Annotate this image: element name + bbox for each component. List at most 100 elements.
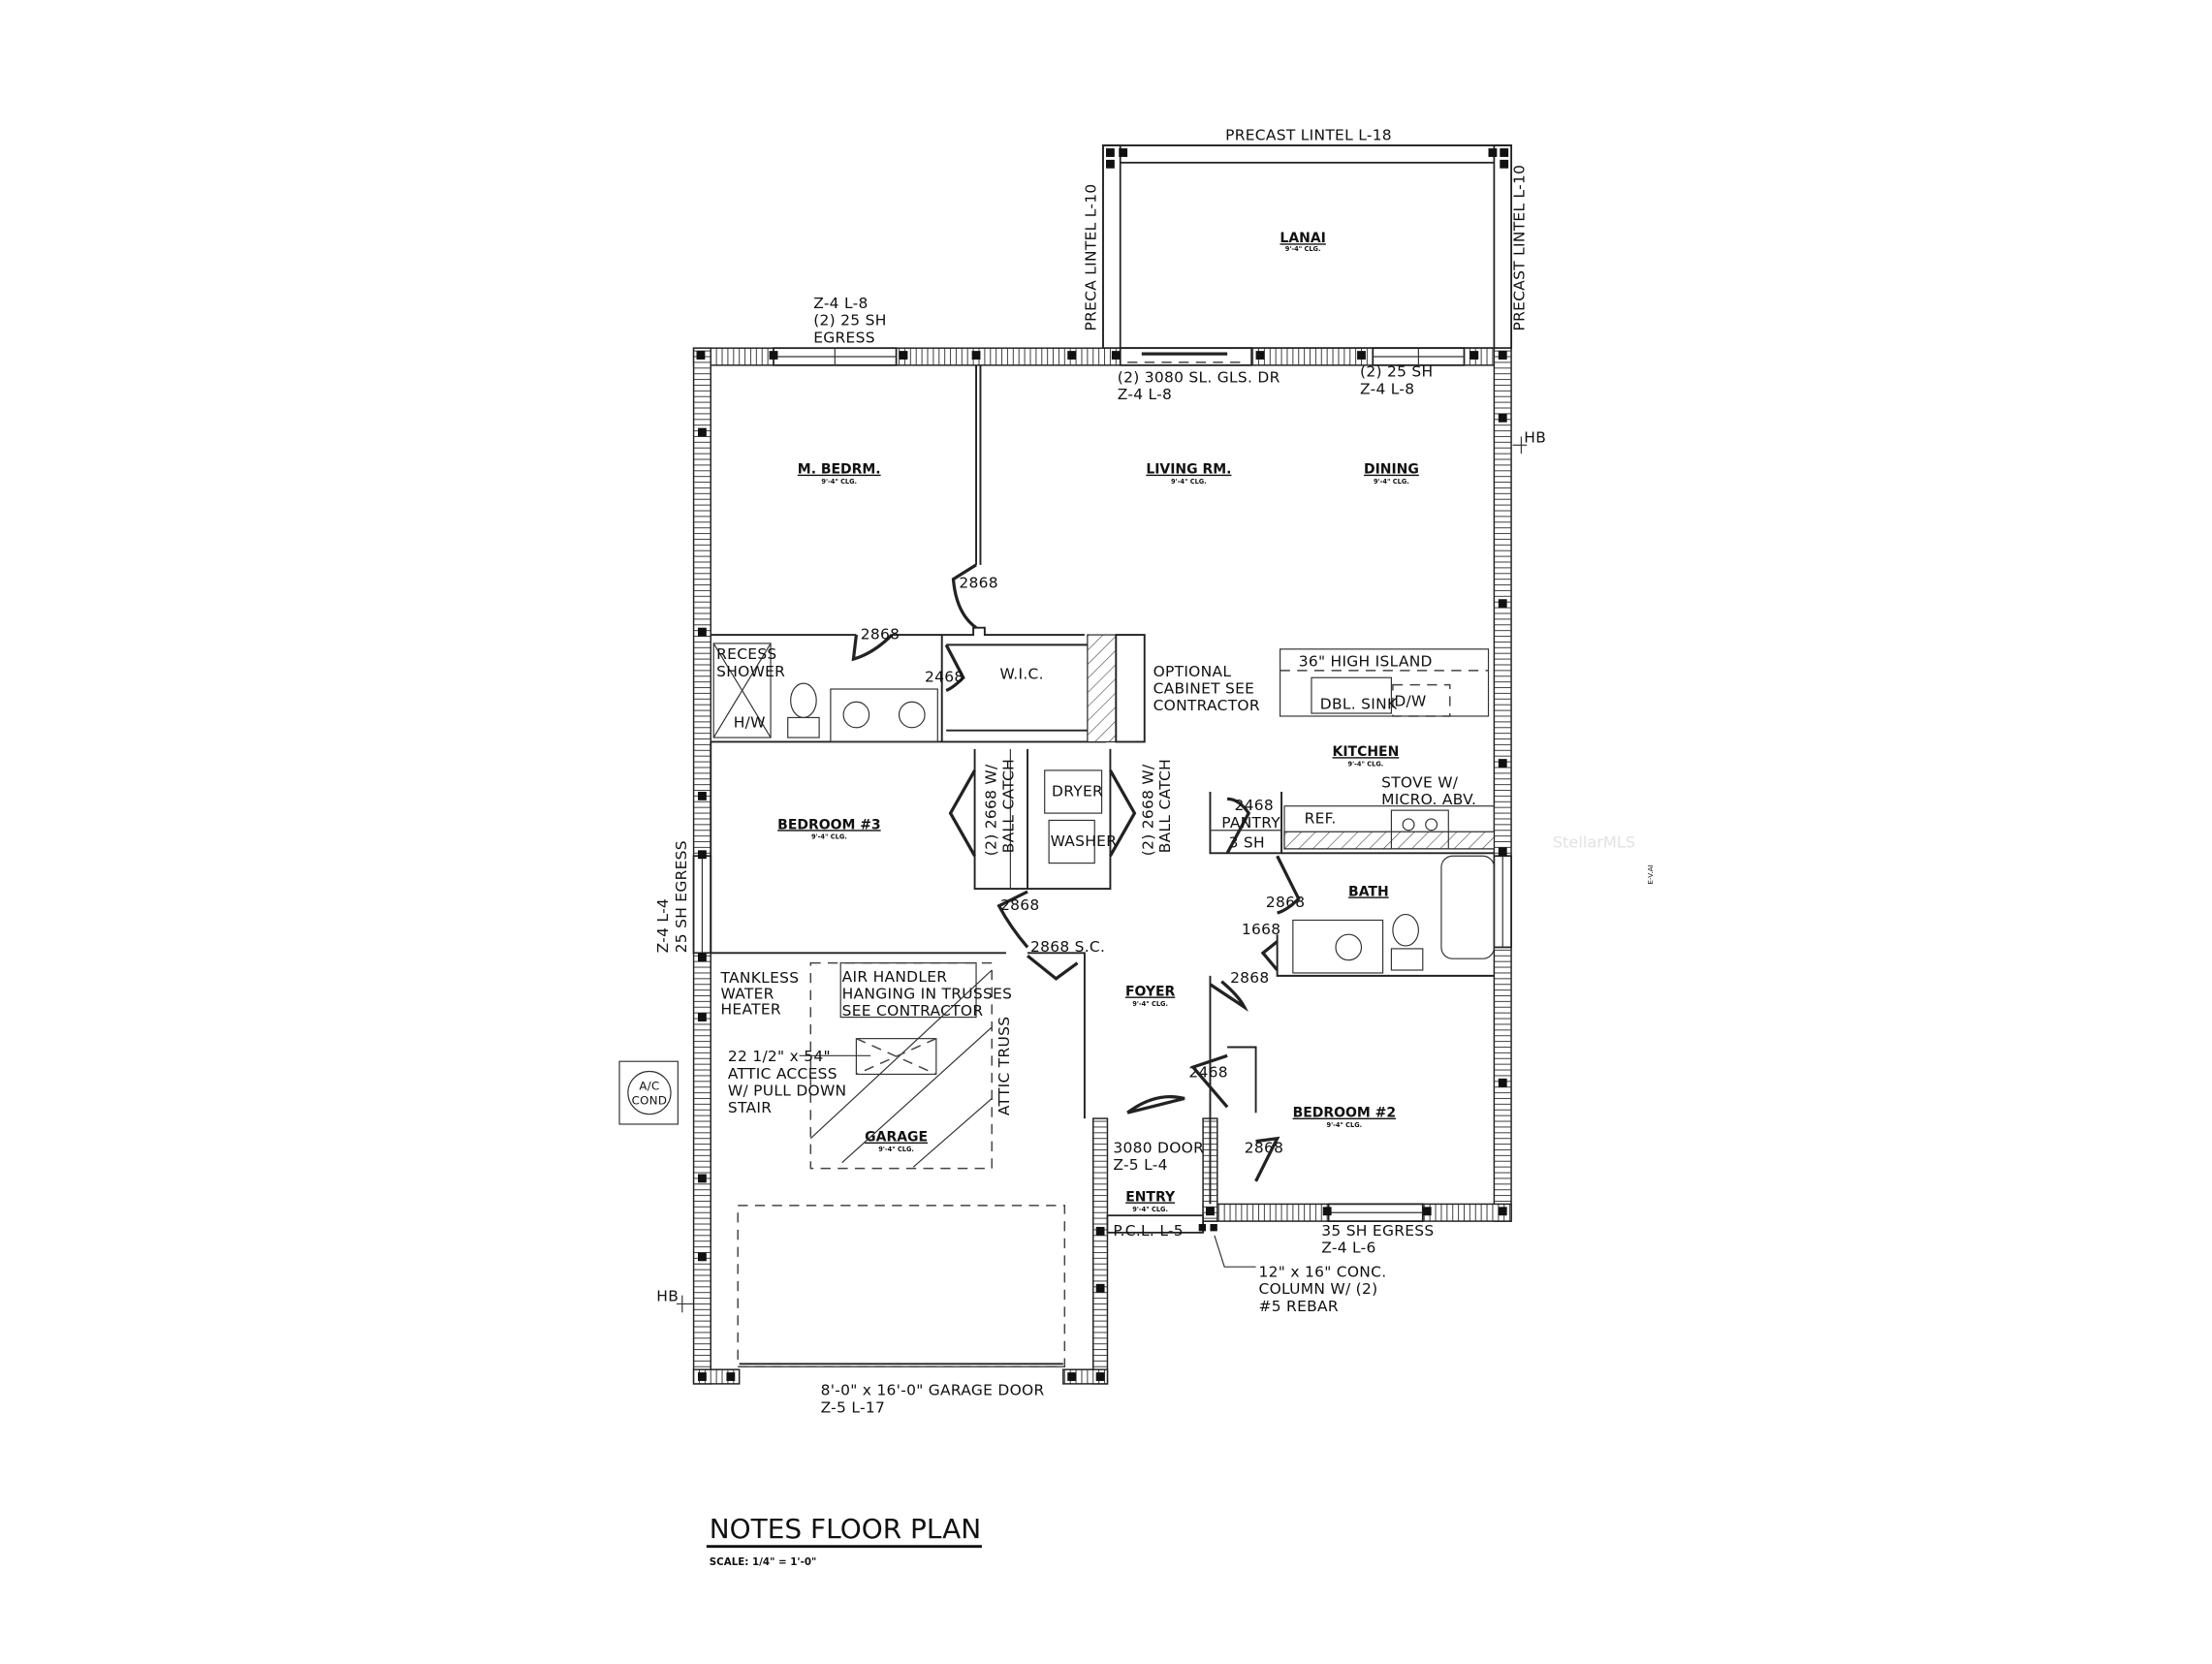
svg-text:STAIR: STAIR (728, 1099, 772, 1116)
svg-text:2468: 2468 (1234, 797, 1273, 814)
svg-text:Z-5 L-4: Z-5 L-4 (1113, 1156, 1167, 1174)
garage-door-label: 8'-0" x 16'-0" GARAGE DOOR (821, 1382, 1045, 1399)
svg-text:2868: 2868 (861, 625, 900, 643)
svg-text:DRYER: DRYER (1052, 782, 1103, 800)
svg-text:SEE CONTRACTOR: SEE CONTRACTOR (842, 1002, 984, 1020)
svg-text:2868: 2868 (1266, 894, 1305, 911)
svg-text:PANTRY: PANTRY (1221, 814, 1280, 832)
svg-text:TANKLESS: TANKLESS (720, 969, 800, 987)
svg-text:HB: HB (656, 1288, 679, 1305)
room-label-foyer: FOYER (1125, 984, 1176, 999)
svg-text:HEATER: HEATER (721, 1001, 781, 1019)
svg-text:Z-5 L-17: Z-5 L-17 (821, 1398, 886, 1416)
title-block: NOTES FLOOR PLAN SCALE: 1/4" = 1'-0" (706, 1513, 982, 1568)
svg-text:9'-4" CLG.: 9'-4" CLG. (1326, 1121, 1362, 1129)
svg-text:D/W: D/W (1394, 693, 1426, 710)
svg-text:25 SH EGRESS: 25 SH EGRESS (673, 840, 690, 953)
room-labels: M. BEDRM. 9'-4" CLG. LIVING RM. 9'-4" CL… (777, 462, 1419, 1213)
lintel-right-label: PRECAST LINTEL L-10 (1510, 165, 1528, 331)
svg-text:2468: 2468 (925, 669, 964, 686)
hose-bib-label: HB (1524, 428, 1546, 446)
svg-text:H/W: H/W (734, 714, 766, 732)
svg-text:35 SH EGRESS: 35 SH EGRESS (1321, 1222, 1434, 1240)
svg-text:Z-4 L-6: Z-4 L-6 (1321, 1239, 1375, 1256)
ac-condenser: A/C COND (618, 1060, 679, 1125)
svg-text:BALL CATCH: BALL CATCH (1156, 759, 1174, 853)
svg-text:AIR HANDLER: AIR HANDLER (842, 968, 948, 986)
svg-text:COND: COND (632, 1093, 668, 1107)
room-label-dining: DINING (1364, 462, 1419, 478)
doors: 2868 2868 2468 (2) 2668 W/ BALL CATCH (2… (737, 563, 1305, 1416)
svg-text:2868: 2868 (959, 574, 997, 591)
svg-text:REF.: REF. (1305, 809, 1337, 827)
exterior-walls (692, 347, 1512, 1385)
svg-text:2868 S.C.: 2868 S.C. (1030, 938, 1105, 956)
svg-text:CONTRACTOR: CONTRACTOR (1153, 697, 1260, 714)
svg-text:(2) 3080 SL. GLS. DR: (2) 3080 SL. GLS. DR (1118, 369, 1280, 387)
room-label-lanai: LANAI (1280, 231, 1325, 246)
lintel-left-label: PRECA LINTEL L-10 (1083, 184, 1100, 331)
svg-text:#5 REBAR: #5 REBAR (1259, 1298, 1339, 1315)
svg-text:22 1/2" x 54": 22 1/2" x 54" (728, 1048, 831, 1065)
svg-text:HANGING IN TRUSSES: HANGING IN TRUSSES (842, 985, 1013, 1002)
svg-text:WATER: WATER (721, 985, 774, 1002)
svg-text:3080 DOOR: 3080 DOOR (1113, 1139, 1204, 1156)
room-label-kitchen: KITCHEN (1333, 744, 1400, 760)
svg-text:9'-4" CLG.: 9'-4" CLG. (1285, 245, 1321, 253)
lintel-top-label: PRECAST LINTEL L-18 (1225, 126, 1392, 143)
room-label-bedroom3: BEDROOM #3 (777, 817, 880, 832)
svg-text:9'-4" CLG.: 9'-4" CLG. (1374, 478, 1409, 486)
window-notes: Z-4 L-8 (2) 25 SH EGRESS (2) 3080 SL. GL… (654, 295, 1434, 1257)
svg-text:SHOWER: SHOWER (716, 663, 785, 680)
svg-text:9'-4" CLG.: 9'-4" CLG. (878, 1146, 914, 1153)
svg-text:1668: 1668 (1242, 921, 1280, 938)
room-label-wic: W.I.C. (999, 666, 1043, 683)
svg-text:BALL CATCH: BALL CATCH (999, 759, 1017, 853)
svg-text:9'-4" CLG.: 9'-4" CLG. (821, 478, 857, 486)
svg-text:W/ PULL DOWN: W/ PULL DOWN (728, 1083, 846, 1100)
svg-text:(2) 2668 W/: (2) 2668 W/ (1140, 764, 1157, 856)
svg-text:A/C: A/C (639, 1080, 659, 1093)
lanai: PRECAST LINTEL L-18 PRECA LINTEL L-10 PR… (1083, 126, 1528, 350)
room-label-living-room: LIVING RM. (1146, 462, 1231, 478)
watermark: StellarMLS (1553, 832, 1635, 851)
svg-text:ATTIC ACCESS: ATTIC ACCESS (728, 1065, 837, 1083)
sheet-scale: SCALE: 1/4" = 1'-0" (710, 1556, 817, 1568)
svg-text:Z-4 L-4: Z-4 L-4 (654, 898, 672, 953)
svg-text:COLUMN W/ (2): COLUMN W/ (2) (1259, 1280, 1378, 1298)
svg-text:9'-4" CLG.: 9'-4" CLG. (1348, 760, 1384, 768)
svg-text:CABINET SEE: CABINET SEE (1153, 679, 1255, 697)
room-label-bath: BATH (1348, 884, 1389, 899)
svg-text:9'-4" CLG.: 9'-4" CLG. (1132, 1000, 1168, 1008)
svg-text:DBL. SINK: DBL. SINK (1320, 696, 1398, 713)
svg-text:RECESS: RECESS (716, 645, 776, 663)
svg-text:EGRESS: EGRESS (813, 329, 875, 346)
svg-text:(2) 25 SH: (2) 25 SH (1360, 363, 1433, 381)
svg-text:STOVE W/: STOVE W/ (1381, 774, 1459, 792)
svg-text:Z-4 L-8: Z-4 L-8 (813, 295, 868, 312)
room-label-master-bedroom: M. BEDRM. (798, 462, 881, 478)
interior-walls (710, 364, 1495, 1205)
island-label: 36" HIGH ISLAND (1299, 652, 1433, 670)
svg-text:3 SH: 3 SH (1229, 833, 1265, 851)
side-mark: E-V.AI (1646, 864, 1655, 885)
svg-text:WASHER: WASHER (1051, 832, 1118, 850)
svg-text:P.C.L. L-5: P.C.L. L-5 (1113, 1222, 1184, 1240)
cabinet-note: OPTIONAL (1153, 663, 1232, 680)
room-label-garage: GARAGE (865, 1130, 928, 1146)
svg-text:2868: 2868 (1230, 969, 1269, 987)
svg-text:2468: 2468 (1188, 1063, 1227, 1081)
svg-text:MICRO. ABV.: MICRO. ABV. (1381, 791, 1476, 808)
sheet-title: NOTES FLOOR PLAN (710, 1513, 981, 1545)
svg-text:9'-4" CLG.: 9'-4" CLG. (1132, 1206, 1168, 1213)
room-label-bedroom2: BEDROOM #2 (1293, 1106, 1396, 1121)
svg-text:9'-4" CLG.: 9'-4" CLG. (811, 833, 847, 841)
svg-text:ATTIC TRUSS: ATTIC TRUSS (995, 1017, 1013, 1115)
svg-text:12" x 16" CONC.: 12" x 16" CONC. (1259, 1263, 1387, 1280)
svg-text:2868: 2868 (1000, 896, 1039, 914)
svg-text:(2) 25 SH: (2) 25 SH (813, 312, 886, 330)
svg-text:9'-4" CLG.: 9'-4" CLG. (1171, 478, 1207, 486)
fixtures: RECESS SHOWER H/W OPTIONAL CABINET SEE C… (618, 428, 1546, 1315)
